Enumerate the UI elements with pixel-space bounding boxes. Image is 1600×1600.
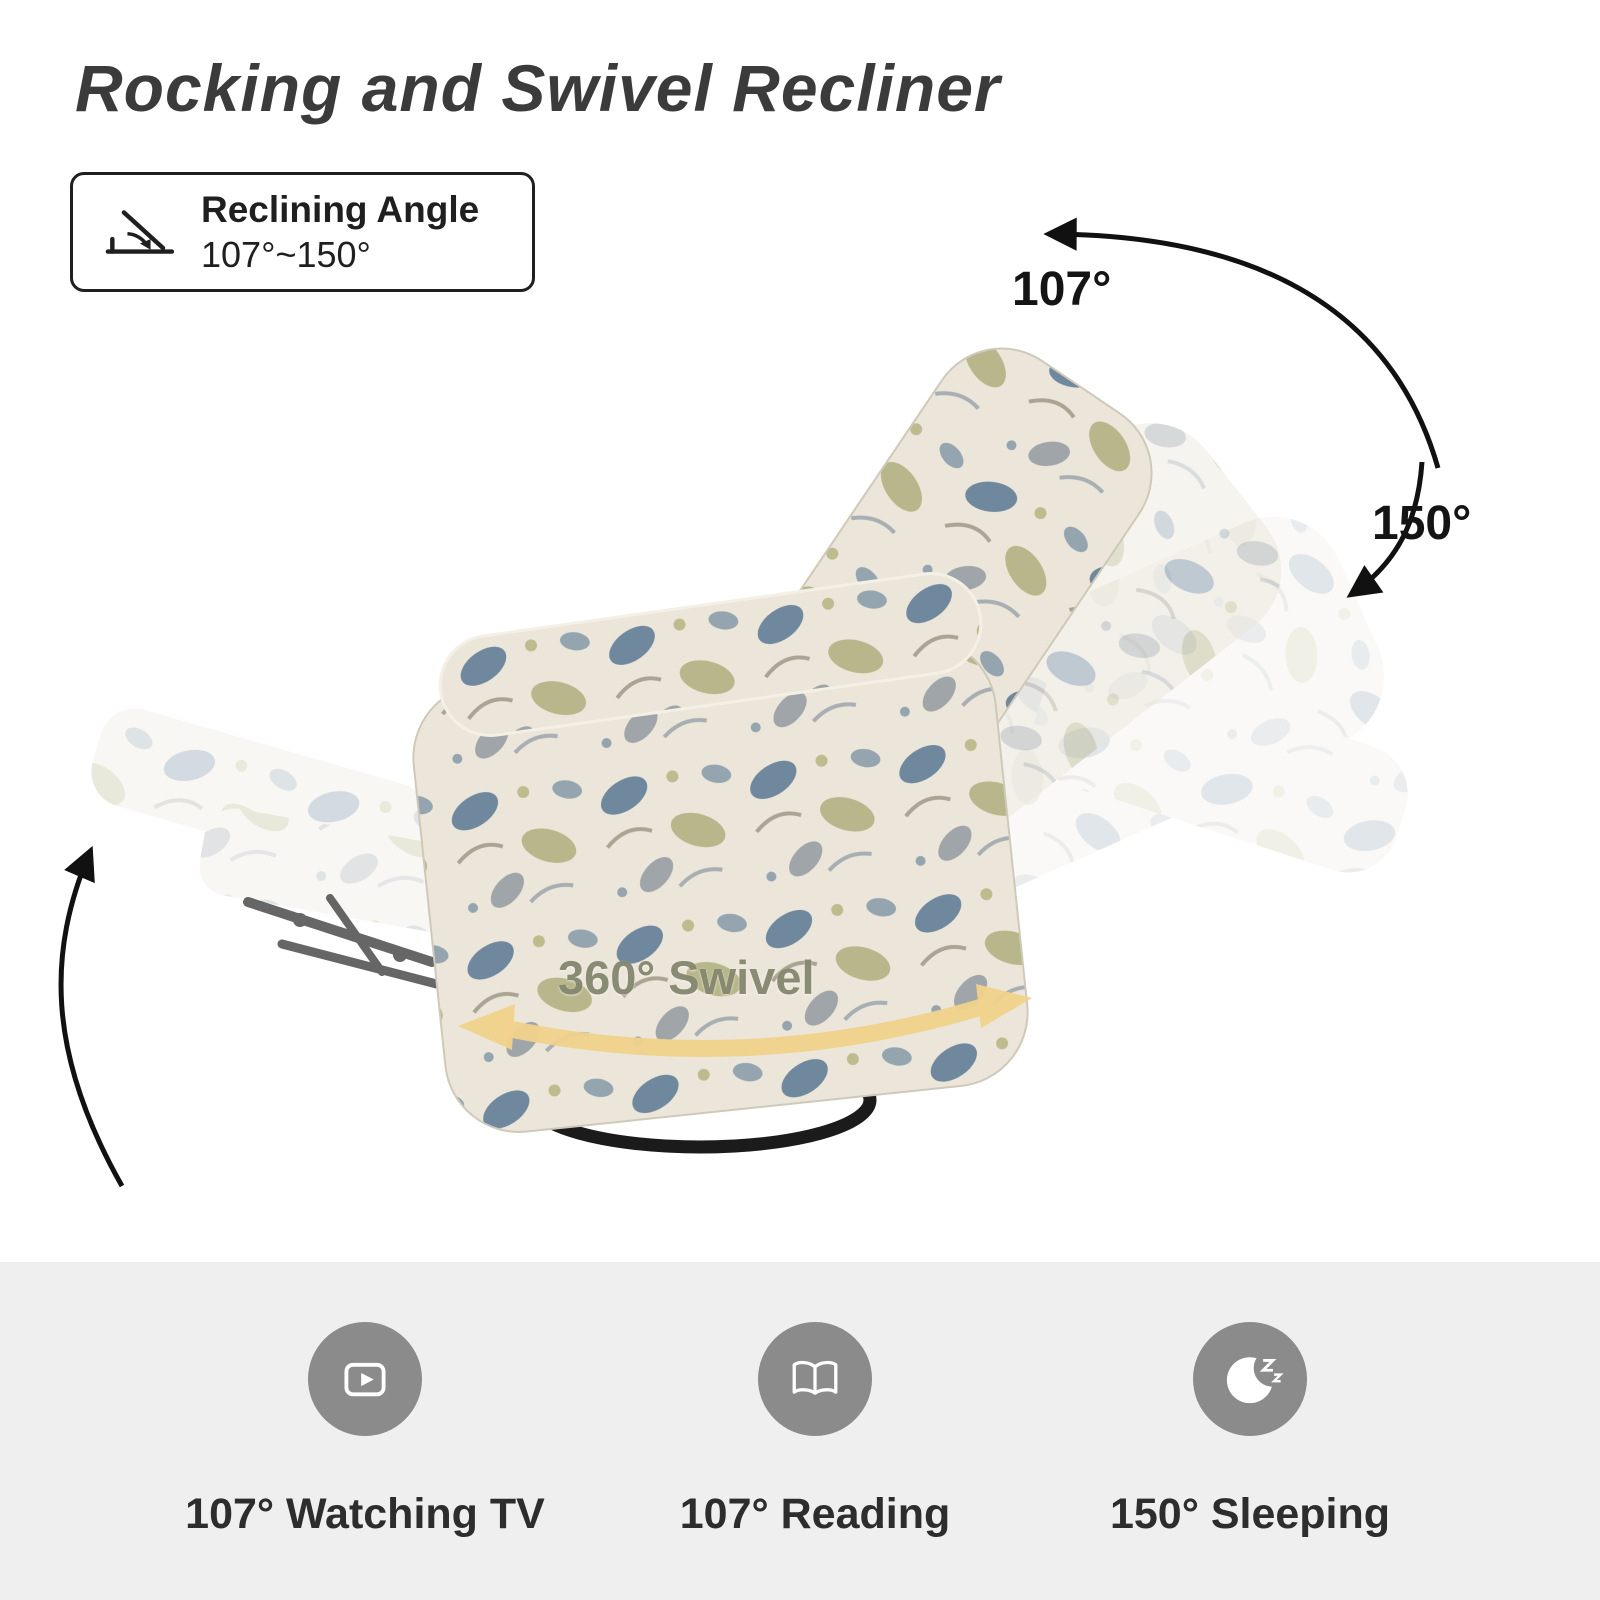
feature-label: 150° Sleeping [1109,1490,1391,1538]
recline-angle-icon [105,210,175,254]
chair-main [412,347,1153,1133]
tv-play-icon [344,1362,386,1397]
feature-watching-tv: 107° Watching TV [170,1322,560,1539]
chair-armrest [438,572,983,737]
swivel-arrow [458,984,1032,1057]
arrow-150 [1346,461,1425,598]
recline-angle-box: Reclining Angle 107°~150° [70,172,535,292]
page-title: Rocking and Swivel Recliner [75,51,1001,125]
swivel-360-label: 360° Swivel [558,951,815,1004]
book-icon [792,1360,838,1395]
feature-circle [308,1322,422,1436]
recline-angle-title: Reclining Angle [201,189,480,231]
arrow-rocking [58,845,125,1188]
moon-sleep-icon [1226,1357,1284,1404]
feature-circle [758,1322,872,1436]
feature-reading: 107° Reading [620,1322,1010,1539]
ghost-mechanism [243,894,457,993]
recline-angle-text: Reclining Angle 107°~150° [201,189,479,275]
feature-label: 107° Reading [679,1490,951,1538]
angle-107-label: 107° [1012,263,1112,316]
arrow-107 [1043,217,1441,469]
feature-circle [1193,1322,1307,1436]
angle-150-label: 150° [1372,497,1472,550]
feature-sleeping: 150° Sleeping [1045,1322,1455,1539]
recline-angle-value: 107°~150° [201,233,371,275]
feature-label: 107° Watching TV [185,1490,545,1538]
